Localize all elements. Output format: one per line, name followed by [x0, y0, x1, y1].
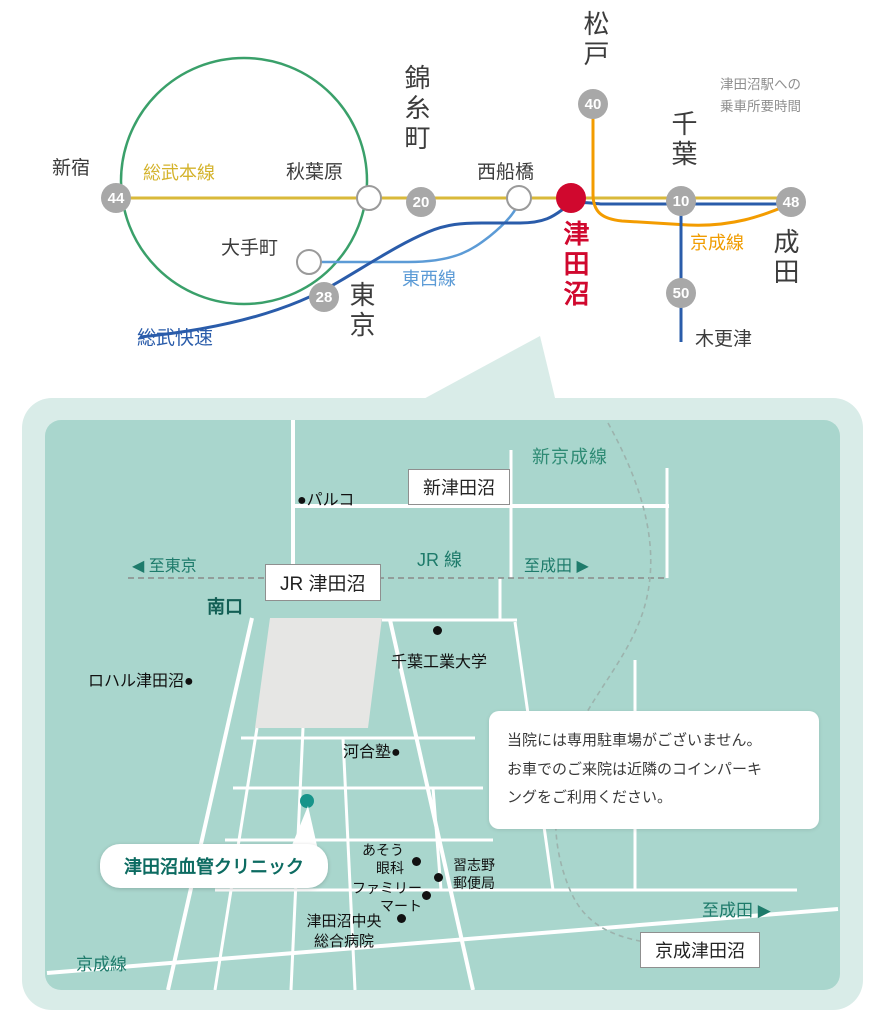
station-marker-nishifunabashi — [506, 185, 532, 211]
station-label-otemachi: 大手町 — [221, 238, 279, 259]
station-label-narita: 成田 — [770, 228, 800, 288]
station-marker-otemachi — [296, 249, 322, 275]
station-label-shinjuku: 新宿 — [52, 158, 91, 179]
station-box-jr-tsudanuma: JR 津田沼 — [265, 564, 381, 601]
station-label-chiba: 千葉 — [668, 110, 698, 170]
station-marker-tsudanuma — [556, 183, 586, 213]
poi-dot-post-office — [434, 873, 443, 882]
station-label-kisarazu: 木更津 — [695, 329, 753, 350]
station-label-tokyo: 東京 — [346, 281, 376, 341]
keisei-line-label: 京成線 — [690, 233, 744, 253]
road — [388, 619, 475, 990]
poi-parco: ●パルコ — [297, 492, 355, 509]
keisei-line — [591, 118, 789, 227]
poi-dot-familymart — [422, 891, 431, 900]
poi-dot-aso-eye — [412, 857, 421, 866]
clinic-label-pointer — [290, 806, 318, 850]
poi-kawaijuku: 河合塾● — [343, 744, 401, 761]
clinic-marker — [300, 794, 314, 808]
sobu-main-line-label: 総武本線 — [143, 163, 215, 183]
poi-dot-chiba-tech — [433, 626, 442, 635]
poi-chiba-tech: 千葉工業大学 — [391, 654, 488, 671]
road — [166, 617, 254, 990]
tozai-line — [310, 203, 520, 264]
travel-time-annotation: 津田沼駅への 乗車所要時間 — [720, 77, 801, 114]
time-badge-shinjuku: 44 — [101, 183, 131, 213]
jr-line-label: JR 線 — [417, 550, 462, 570]
time-badge-kinshicho: 20 — [406, 187, 436, 217]
station-plaza — [255, 618, 382, 728]
south-exit-label: 南口 — [207, 597, 243, 617]
sobu-rapid-line-label: 総武快速 — [137, 328, 214, 349]
shinkeisei-line-label: 新京成線 — [532, 447, 608, 467]
station-label-nishifunabashi: 西船橋 — [477, 162, 535, 183]
poi-loharu: ロハル津田沼● — [88, 673, 194, 690]
yamanote-loop-line — [119, 56, 369, 306]
time-badge-kisarazu: 50 — [666, 278, 696, 308]
poi-central-hospital: 津田沼中央 総合病院 — [306, 913, 382, 951]
time-badge-matsudo: 40 — [578, 89, 608, 119]
tozai-line-label: 東西線 — [402, 269, 456, 289]
poi-aso-eye: あそう 眼科 — [362, 842, 404, 877]
sobu-rapid-line — [139, 201, 788, 339]
station-marker-akihabara — [356, 185, 382, 211]
keisei-railway-track — [46, 907, 839, 975]
station-label-tsudanuma: 津田沼 — [560, 220, 590, 310]
parking-note: 当院には専用駐車場がございません。 お車でのご来院は近隣のコインパーキ ングをご… — [489, 711, 819, 829]
station-label-matsudo: 松戸 — [580, 10, 610, 70]
time-badge-chiba: 10 — [666, 186, 696, 216]
station-box-shintsudanuma: 新津田沼 — [408, 469, 510, 505]
time-badge-tokyo: 28 — [309, 282, 339, 312]
poi-familymart: ファミリー マート — [352, 880, 422, 915]
map-callout-pointer — [418, 336, 556, 402]
time-badge-narita: 48 — [776, 187, 806, 217]
station-label-kinshicho: 錦糸町 — [401, 64, 431, 154]
poi-post-office: 習志野 郵便局 — [453, 857, 495, 892]
station-label-akihabara: 秋葉原 — [286, 162, 344, 183]
clinic-name-label: 津田沼血管クリニック — [100, 844, 328, 888]
poi-dot-hospital — [397, 914, 406, 923]
direction-to-narita-bottom: 至成田 ▶ — [702, 901, 771, 920]
station-box-keisei-tsudanuma: 京成津田沼 — [640, 932, 760, 968]
keisei-line-map-label: 京成線 — [76, 955, 127, 974]
direction-to-tokyo: ◀ 至東京 — [132, 558, 197, 575]
direction-to-narita-top: 至成田 ▶ — [524, 558, 589, 575]
